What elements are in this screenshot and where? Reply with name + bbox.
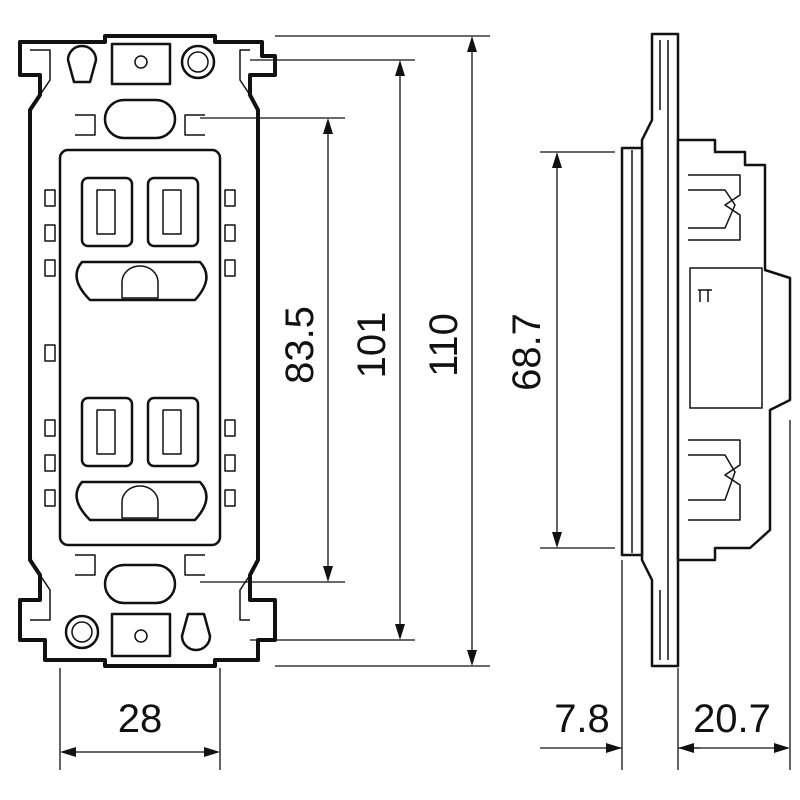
dim-label-83-5: 83.5 (278, 306, 322, 384)
top-center-screw-hole (134, 55, 148, 69)
bottom-oval-slot (103, 563, 177, 605)
lower-slot-right (146, 396, 200, 468)
dim-label-68-7: 68.7 (505, 313, 549, 391)
dim-label-101: 101 (350, 312, 394, 379)
upper-ground-hole (75, 260, 208, 302)
top-screw (180, 44, 216, 80)
bottom-center-screw-hole (134, 629, 148, 643)
bottom-keyhole-slot (180, 612, 212, 652)
side-dimensions: 68.7 7.8 20.7 (505, 151, 791, 770)
top-oval-slot (103, 98, 177, 140)
lower-slot-left (80, 396, 134, 468)
side-view (620, 32, 792, 668)
side-mounting-plate (640, 32, 680, 668)
dim-label-28: 28 (118, 697, 163, 741)
upper-slot-left (80, 176, 134, 248)
dim-label-110: 110 (422, 313, 466, 377)
top-center-tab (110, 42, 172, 86)
upper-slot-right (146, 176, 200, 248)
lower-outlet (75, 396, 208, 522)
bottom-center-tab (110, 612, 172, 658)
lower-ground-hole (75, 480, 208, 522)
top-keyhole-slot (66, 44, 98, 84)
front-view (18, 34, 277, 668)
dim-label-20-7: 20.7 (693, 697, 771, 741)
bottom-screw (64, 614, 100, 650)
dim-label-7-8: 7.8 (554, 697, 610, 741)
front-dimensions: 83.5 101 110 28 (59, 35, 490, 770)
side-lower-terminal (688, 439, 741, 521)
side-upper-terminal (688, 174, 741, 241)
upper-outlet (75, 176, 208, 302)
side-center-block (689, 267, 763, 409)
